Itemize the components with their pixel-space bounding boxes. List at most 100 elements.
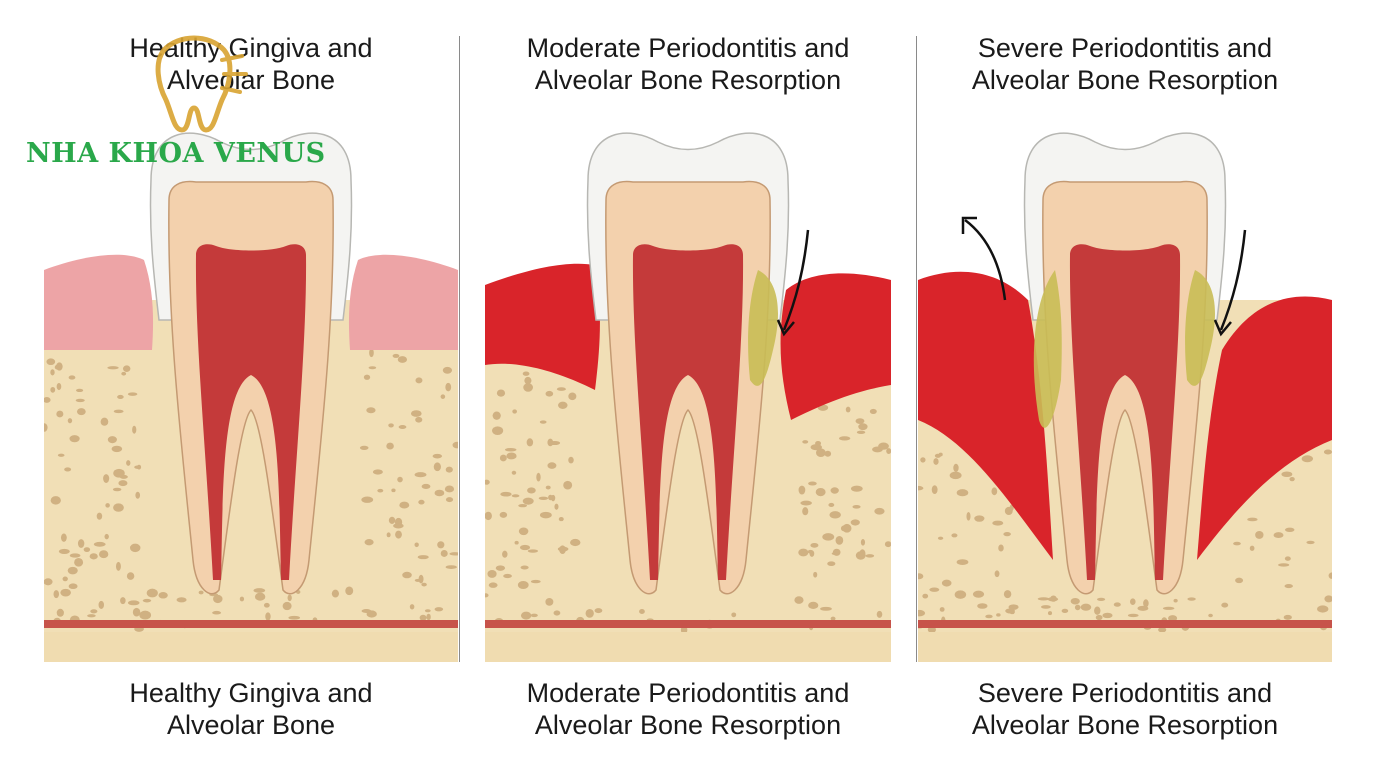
bone-pore — [440, 394, 446, 399]
bone-pore — [76, 388, 84, 393]
bone-pore — [107, 366, 119, 370]
bone-pore — [933, 458, 939, 465]
bone-pore — [996, 613, 1001, 617]
bone-pore — [366, 407, 376, 414]
bone-pore — [421, 582, 427, 587]
bone-pore — [100, 417, 109, 426]
bone-pore — [56, 383, 62, 391]
bone-pore — [500, 491, 512, 497]
panel-severe: Severe Periodontitis and Alveolar Bone R… — [918, 0, 1332, 768]
bone-pore — [852, 505, 861, 509]
bone-pore — [442, 366, 453, 374]
blood-vessel — [918, 620, 1332, 628]
bone-pore — [1273, 532, 1284, 539]
bone-pore — [113, 409, 124, 414]
bone-pore — [802, 507, 809, 516]
bone-pore — [424, 609, 431, 613]
bone-pore — [835, 536, 844, 545]
bone-pore — [1284, 556, 1291, 561]
bone-pore — [1143, 599, 1149, 608]
bone-pore — [146, 588, 158, 598]
bone-pores — [44, 343, 458, 632]
bone-pore — [527, 549, 539, 553]
bone-pore — [522, 371, 530, 376]
bone-pore — [452, 441, 458, 449]
bone-pore — [523, 383, 533, 392]
bone-pore — [1323, 449, 1332, 455]
bone-pore — [419, 614, 427, 621]
arrow-icon — [782, 229, 810, 331]
bone-pore — [1281, 471, 1293, 478]
bone-pore — [60, 588, 71, 597]
bone-pore — [1094, 606, 1101, 615]
bone-pore — [253, 588, 266, 593]
bone-pore — [951, 533, 958, 538]
bone-pore — [585, 609, 594, 618]
bone-pore — [398, 424, 407, 430]
bone-pore — [126, 460, 131, 466]
bone-pore — [388, 423, 394, 428]
bone-pore — [570, 538, 581, 547]
bone-pore — [414, 472, 427, 478]
bone-pore — [198, 590, 204, 595]
bone-pore — [855, 418, 865, 425]
bone-pore — [122, 365, 131, 372]
bone-pore — [1097, 597, 1106, 601]
bone-pore — [62, 576, 68, 582]
bone-pore — [415, 416, 423, 423]
bone-pore — [397, 476, 403, 483]
bone-pore — [1037, 597, 1050, 601]
bone-pore — [830, 616, 836, 621]
bone-pore — [1113, 602, 1121, 607]
bone-pore — [503, 573, 512, 579]
bone-pore — [377, 488, 384, 493]
bone-pore — [941, 579, 952, 587]
bone-pore — [488, 582, 498, 588]
bone-pore — [445, 382, 452, 392]
bone-pore — [539, 420, 547, 424]
bone-pore — [363, 374, 371, 380]
bone-pore — [113, 503, 124, 512]
bone-pore — [1306, 540, 1315, 545]
bone-pore — [815, 448, 826, 457]
bone-pore — [44, 578, 53, 586]
panel-title-bottom: Severe Periodontitis and Alveolar Bone R… — [971, 678, 1279, 740]
bone-pore — [828, 502, 835, 508]
bone-pore — [437, 541, 445, 549]
gum-left — [918, 271, 1053, 560]
bone-pore — [972, 590, 985, 598]
bone-pore — [1208, 613, 1213, 618]
bone-pore — [287, 594, 292, 602]
bone-pore — [126, 572, 135, 580]
bone-pore — [434, 607, 444, 612]
bone-pore — [132, 425, 137, 434]
bone-pore — [212, 610, 222, 615]
bone-pore — [421, 483, 431, 489]
bone-pore — [884, 541, 891, 548]
cortical-bone — [44, 632, 458, 662]
bone-pore — [530, 579, 541, 584]
bone-pore — [807, 549, 814, 554]
bone-pore — [1247, 517, 1258, 522]
bone-pore — [445, 565, 457, 569]
bone-pore — [402, 571, 412, 579]
bone-pore — [495, 565, 506, 571]
bone-pore — [120, 597, 126, 605]
arrowhead-icon — [776, 319, 795, 337]
bone-pore — [158, 592, 168, 599]
plaque-deposit — [748, 270, 778, 386]
bone-pore — [956, 489, 969, 497]
bone-pore — [415, 377, 423, 384]
bone-pore — [1047, 611, 1053, 616]
cortical-bone — [485, 632, 891, 662]
bone-pore — [858, 423, 868, 431]
bone-pore — [68, 583, 78, 590]
bone-pore — [808, 481, 817, 486]
gum-right — [780, 273, 891, 420]
bone-pore — [372, 469, 383, 475]
bone-pore — [496, 389, 506, 397]
bone-pore — [1324, 595, 1332, 603]
bone-pore — [855, 551, 866, 560]
bone-pore — [511, 470, 517, 475]
bone-pore — [830, 487, 839, 494]
